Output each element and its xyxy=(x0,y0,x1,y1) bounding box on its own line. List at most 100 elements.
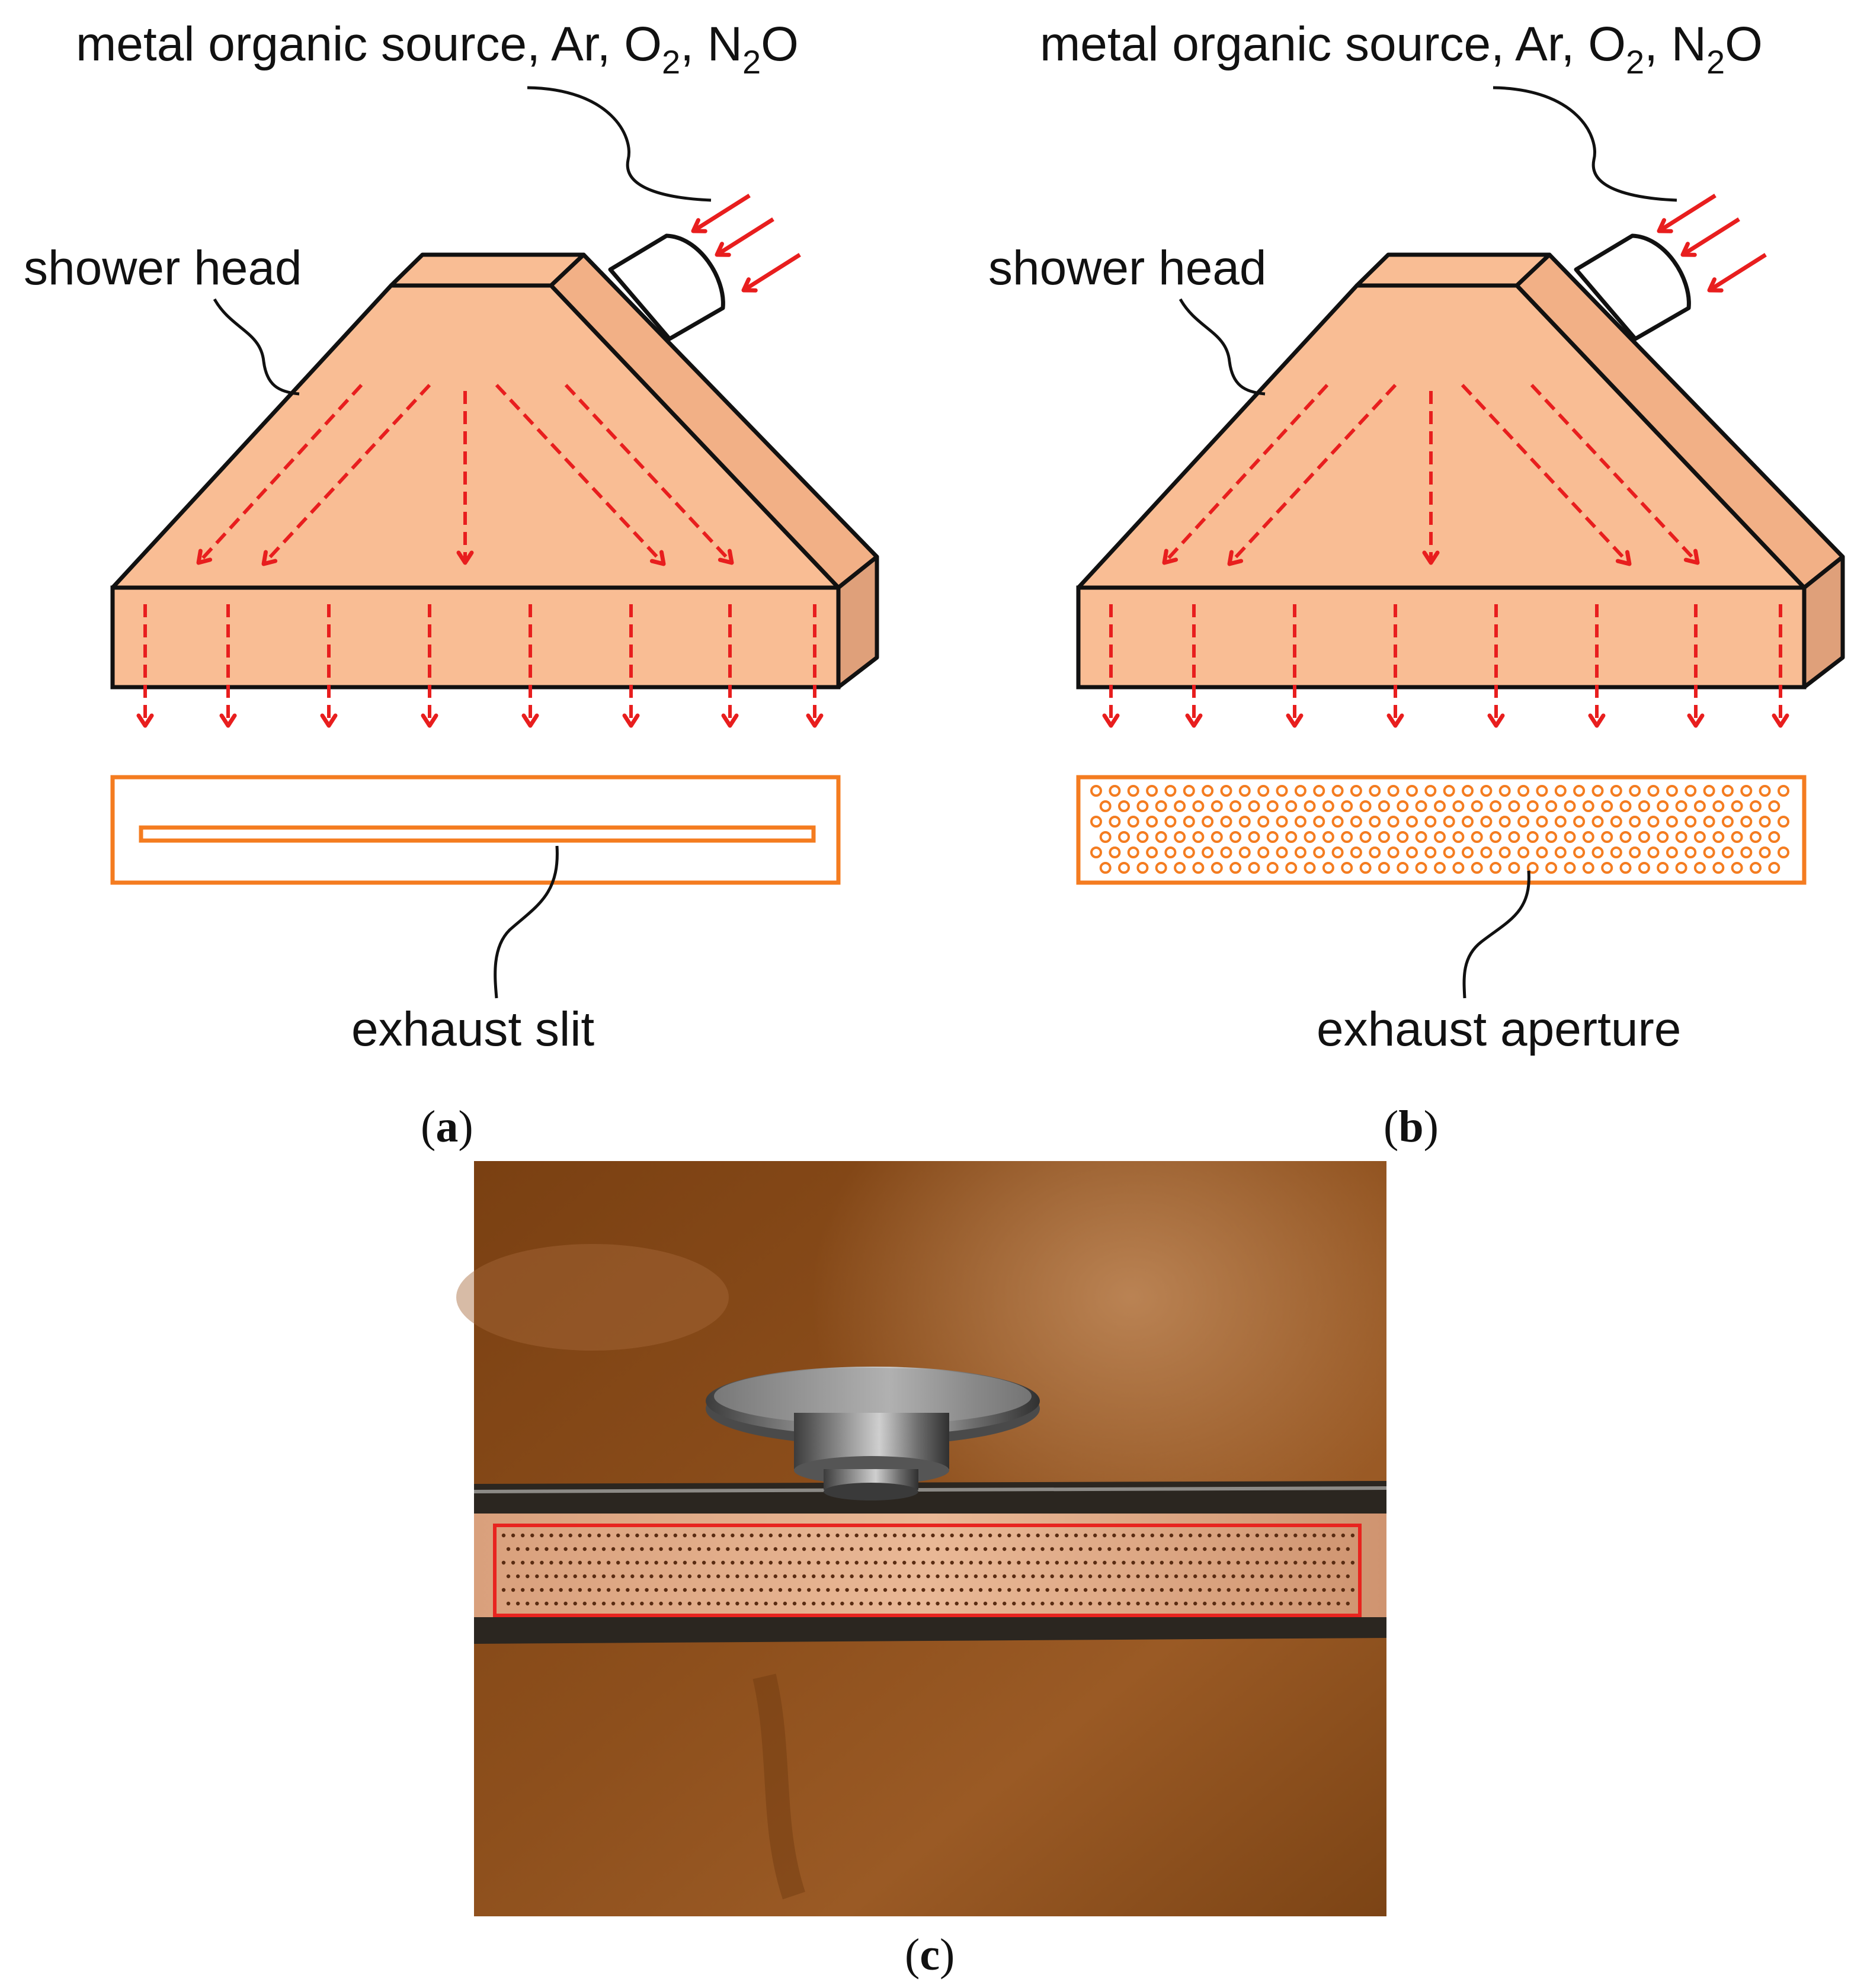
photo-glare-left xyxy=(456,1244,729,1351)
aperture-hole xyxy=(1341,862,1353,874)
plate-perforation xyxy=(1122,1533,1126,1538)
aperture-hole xyxy=(1099,800,1112,812)
plate-perforation xyxy=(1350,1588,1355,1592)
aperture-hole xyxy=(1675,800,1687,812)
aperture-hole xyxy=(1778,785,1789,797)
plate-perforation xyxy=(936,1547,940,1551)
plate-perforation xyxy=(1117,1601,1121,1606)
plate-perforation xyxy=(1174,1547,1179,1551)
plate-perforation xyxy=(1274,1560,1279,1565)
plate-perforation xyxy=(626,1533,630,1538)
plate-perforation xyxy=(540,1588,544,1592)
plate-perforation xyxy=(926,1601,930,1606)
perforated-plate-icon xyxy=(474,1514,1386,1617)
aperture-hole xyxy=(1285,800,1298,812)
aperture-hole xyxy=(1582,831,1594,843)
plate-perforation xyxy=(1284,1560,1288,1565)
plate-perforation xyxy=(578,1560,582,1565)
plate-perforation xyxy=(1088,1574,1093,1579)
aperture-hole xyxy=(1462,785,1474,797)
exhaust-label: exhaust slit xyxy=(351,1002,594,1056)
aperture-hole xyxy=(1294,785,1306,797)
aperture-hole xyxy=(1322,862,1334,874)
plate-perforation xyxy=(1169,1560,1174,1565)
plate-perforation xyxy=(649,1574,654,1579)
aperture-hole xyxy=(1740,785,1753,797)
plate-perforation xyxy=(702,1560,706,1565)
aperture-hole xyxy=(1480,785,1493,797)
plate-perforation xyxy=(816,1560,821,1565)
plate-perforation xyxy=(721,1560,725,1565)
plate-perforation xyxy=(821,1547,825,1551)
plate-perforation xyxy=(692,1588,697,1592)
plate-perforation xyxy=(973,1574,978,1579)
plate-perforation xyxy=(850,1601,854,1606)
aperture-hole xyxy=(1118,862,1130,874)
plate-perforation xyxy=(892,1588,897,1592)
aperture-hole xyxy=(1387,816,1400,828)
aperture-hole xyxy=(1359,862,1372,874)
plate-perforation xyxy=(578,1533,582,1538)
plate-perforation xyxy=(783,1601,787,1606)
plate-perforation xyxy=(506,1601,511,1606)
aperture-hole xyxy=(1693,831,1706,843)
plate-perforation xyxy=(835,1588,840,1592)
aperture-hole xyxy=(1434,800,1446,812)
plate-perforation xyxy=(835,1533,840,1538)
plate-perforation xyxy=(735,1547,739,1551)
plate-perforation xyxy=(940,1588,944,1592)
plate-perforation xyxy=(1069,1601,1074,1606)
aperture-hole xyxy=(1610,846,1622,858)
plate-perforation xyxy=(812,1574,816,1579)
aperture-hole xyxy=(1703,816,1715,828)
aperture-hole xyxy=(1090,846,1102,858)
plate-perforation xyxy=(840,1574,844,1579)
aperture-hole xyxy=(1647,785,1660,797)
aperture-hole xyxy=(1174,862,1186,874)
aperture-hole xyxy=(1759,785,1771,797)
plate-perforation xyxy=(1236,1560,1240,1565)
plate-perforation xyxy=(735,1574,739,1579)
aperture-hole xyxy=(1313,846,1325,858)
panel-a-caption: (a) xyxy=(421,1102,473,1152)
aperture-hole xyxy=(1675,862,1687,874)
plate-perforation xyxy=(630,1601,635,1606)
aperture-hole xyxy=(1554,846,1567,858)
aperture-hole xyxy=(1731,862,1743,874)
plate-perforation xyxy=(907,1574,911,1579)
plate-perforation xyxy=(1122,1588,1126,1592)
plate-perforation xyxy=(917,1574,921,1579)
plate-perforation xyxy=(1026,1533,1030,1538)
plate-perforation xyxy=(506,1547,511,1551)
plate-perforation xyxy=(883,1560,888,1565)
plate-perforation xyxy=(563,1547,568,1551)
aperture-hole xyxy=(1229,831,1242,843)
plate-perforation xyxy=(1103,1560,1107,1565)
plate-perforation xyxy=(712,1560,716,1565)
plate-perforation xyxy=(1026,1560,1030,1565)
plate-perforation xyxy=(1145,1547,1149,1551)
aperture-hole xyxy=(1443,816,1455,828)
plate-perforation xyxy=(892,1533,897,1538)
plate-perforation xyxy=(850,1547,854,1551)
plate-perforation xyxy=(530,1533,534,1538)
aperture-hole xyxy=(1498,816,1511,828)
plate-perforation xyxy=(511,1533,515,1538)
aperture-hole xyxy=(1545,862,1558,874)
aperture-hole xyxy=(1424,846,1437,858)
plate-perforation xyxy=(1236,1588,1240,1592)
plate-perforation xyxy=(1150,1560,1155,1565)
plate-perforation xyxy=(540,1533,544,1538)
plate-perforation xyxy=(1169,1588,1174,1592)
aperture-hole xyxy=(1387,785,1400,797)
plate-perforation xyxy=(1017,1560,1021,1565)
plate-perforation xyxy=(578,1588,582,1592)
plate-perforation xyxy=(554,1547,558,1551)
aperture-hole xyxy=(1174,800,1186,812)
plate-perforation xyxy=(1078,1574,1083,1579)
aperture-hole xyxy=(1490,831,1502,843)
plate-perforation xyxy=(649,1601,654,1606)
aperture-hole xyxy=(1601,862,1613,874)
aperture-hole xyxy=(1462,816,1474,828)
aperture-hole xyxy=(1666,785,1678,797)
